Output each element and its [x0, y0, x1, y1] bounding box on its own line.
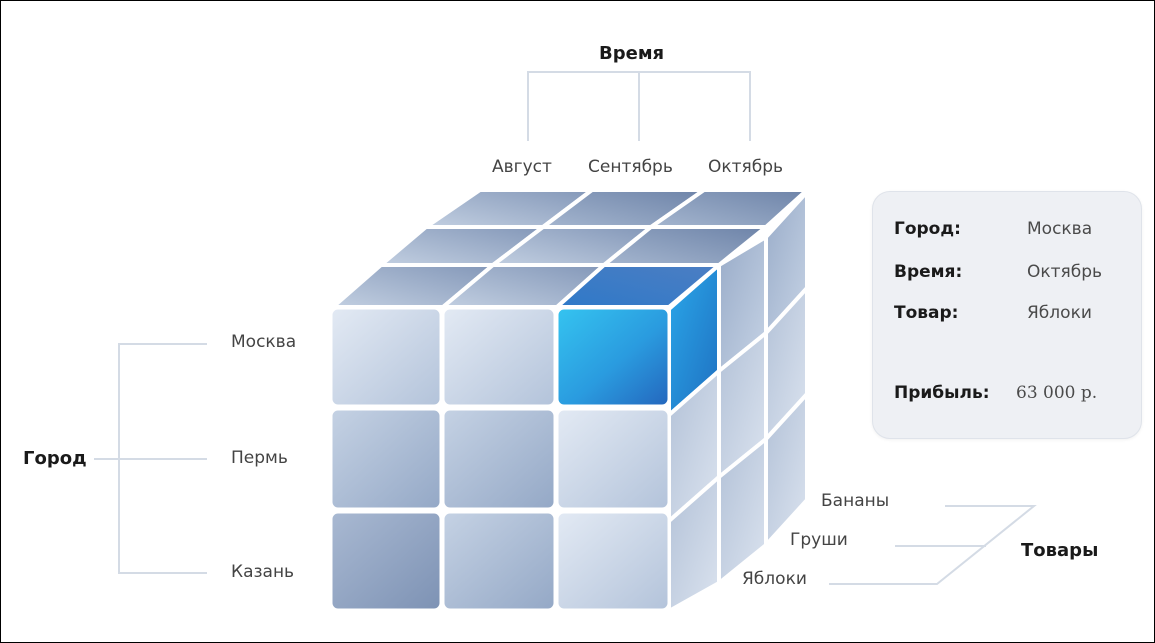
info-time-value: Октябрь: [1027, 262, 1103, 282]
cube-right-face: [667, 190, 809, 613]
info-goods-value: Яблоки: [1027, 303, 1092, 323]
cell-info-panel: Город: Москва Время: Октябрь Товар: Ябло…: [872, 191, 1142, 439]
goods-label-apples: Яблоки: [742, 569, 807, 589]
cube-cell: [329, 306, 443, 408]
cube-cell: [555, 510, 671, 612]
goods-axis-title: Товары: [1021, 540, 1099, 561]
city-axis-title: Город: [23, 448, 87, 469]
cube-cell: [441, 407, 557, 511]
month-label-october: Октябрь: [708, 157, 784, 177]
info-city-value: Москва: [1027, 219, 1093, 239]
time-axis-bracket: [527, 71, 751, 141]
cube-cell: [329, 407, 443, 511]
cube-cell: [441, 306, 557, 408]
cube-cell: [555, 407, 671, 511]
month-label-august: Август: [492, 157, 552, 177]
cube-front-face: [329, 306, 671, 612]
city-label-perm: Пермь: [231, 448, 288, 468]
info-city-key: Город:: [894, 219, 961, 239]
info-profit-key: Прибыль:: [894, 383, 990, 403]
city-label-kazan: Казань: [231, 562, 295, 582]
goods-axis-bracket: [829, 505, 1037, 585]
info-time-key: Время:: [894, 262, 963, 282]
cube-cell-highlighted: [555, 306, 671, 408]
cube-cell: [329, 510, 443, 612]
info-goods-key: Товар:: [894, 303, 959, 323]
goods-label-bananas: Бананы: [821, 491, 890, 511]
time-axis-title: Время: [599, 43, 665, 64]
city-label-moscow: Москва: [231, 332, 297, 352]
city-axis-bracket: [94, 343, 207, 574]
cube-top-face: [331, 188, 809, 309]
cube-cell: [441, 510, 557, 612]
month-label-september: Сентябрь: [588, 157, 673, 177]
info-profit-value: 63 000 р.: [1016, 383, 1098, 403]
goods-label-pears: Груши: [790, 530, 848, 550]
